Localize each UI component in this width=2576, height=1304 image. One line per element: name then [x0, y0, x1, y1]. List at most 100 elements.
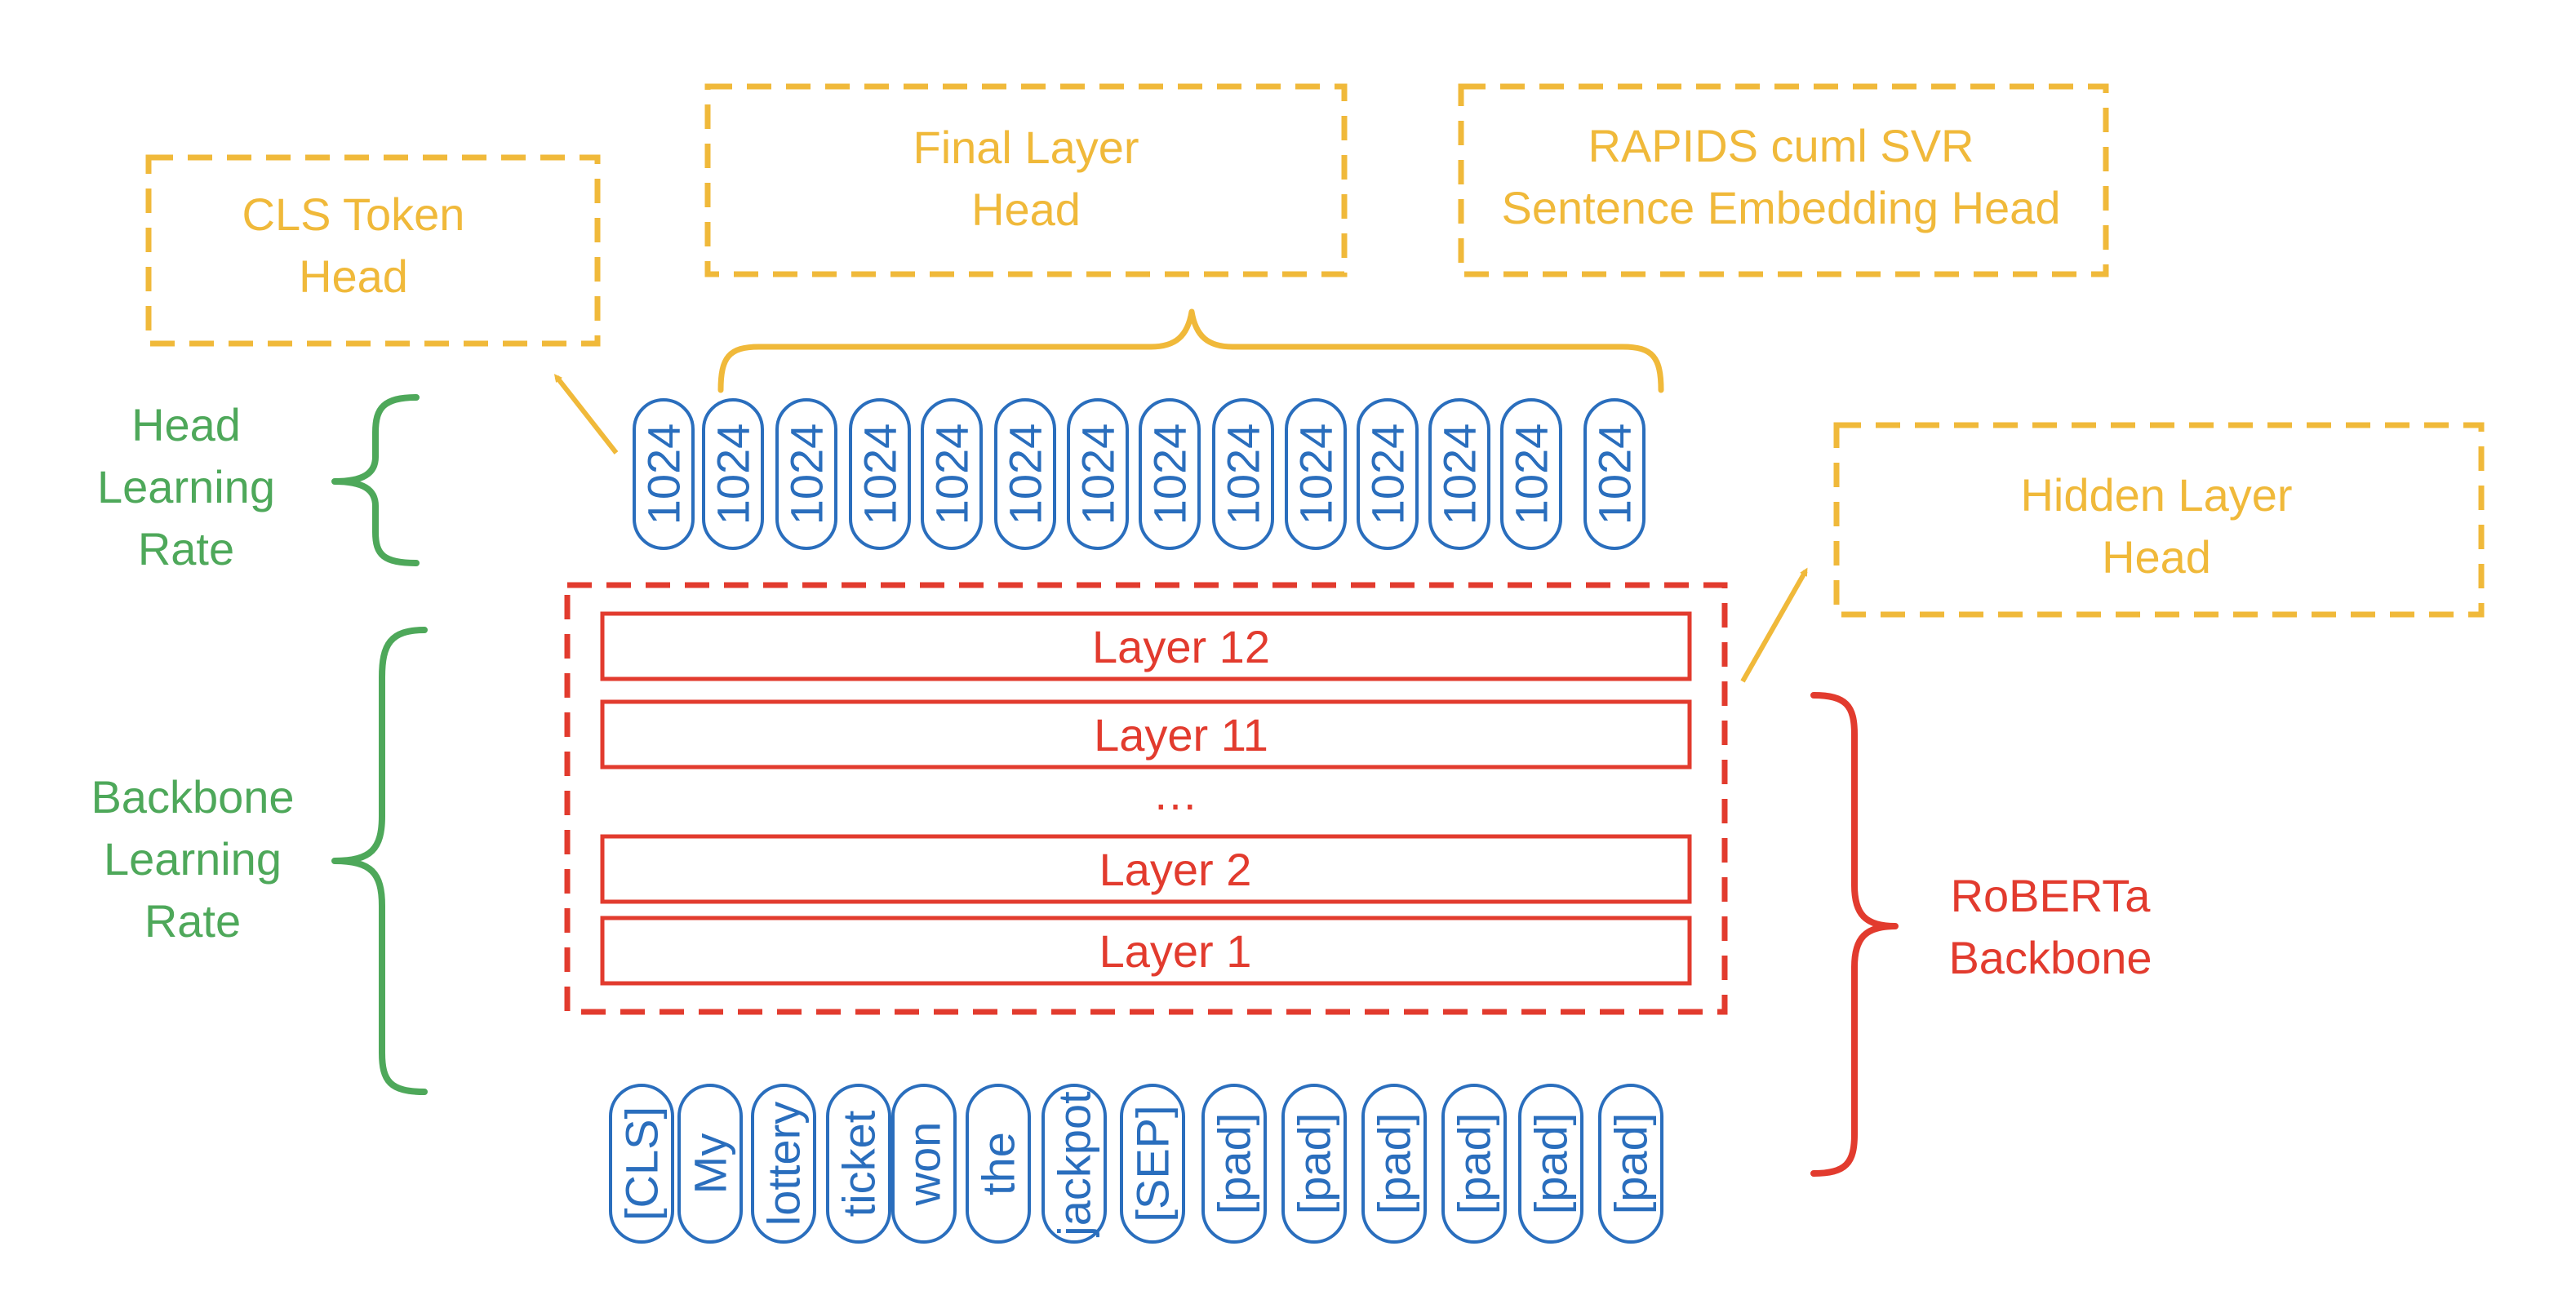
hidden-head-line-2: Head — [2102, 531, 2211, 583]
hidden-dim-pill-2: 1024 — [702, 398, 764, 550]
hidden-dim-pill-outline — [1500, 398, 1562, 550]
token-pill-outline — [1042, 1084, 1107, 1244]
layer-2-row: Layer 2 — [600, 834, 1692, 904]
token-pill-12: [pad] — [1441, 1084, 1507, 1244]
layer-11-row: Layer 11 — [600, 699, 1692, 770]
hidden-dim-pill-8: 1024 — [1139, 398, 1201, 550]
backbone-box — [564, 582, 1728, 1015]
layer-ellipsis: … — [1153, 768, 1198, 819]
hidden-dim-pill-text: 1024 — [781, 424, 833, 526]
hidden-dim-pill-text: 1024 — [1434, 424, 1486, 526]
roberta-backbone-label: RoBERTa Backbone — [1948, 870, 2152, 983]
hidden-dim-pill-text: 1024 — [1362, 424, 1414, 526]
cls-token-head: CLS Token Head — [145, 154, 601, 347]
token-pill-text: lottery — [758, 1102, 810, 1226]
svr-head-line-1: RAPIDS cuml SVR — [1588, 120, 1974, 171]
token-pill-14: [pad] — [1598, 1084, 1663, 1244]
hidden-dim-pill-text: 1024 — [1144, 424, 1196, 526]
token-pill-3: lottery — [751, 1084, 816, 1244]
hidden-dim-pill-3: 1024 — [775, 398, 837, 550]
backbone-learning-rate-label: Backbone Learning Rate — [91, 771, 294, 947]
token-pill-text: the — [973, 1132, 1024, 1195]
token-pill-text: won — [899, 1122, 950, 1207]
token-pill-7: jackpot — [1042, 1084, 1107, 1244]
backbone-lr-brace — [331, 627, 428, 1095]
arrow-to-cls-head — [553, 374, 619, 455]
hidden-layer-head: Hidden Layer Head — [1833, 422, 2485, 618]
token-pill-text: My — [685, 1133, 736, 1195]
hidden-dim-pill-outline — [1212, 398, 1274, 550]
hidden-dim-pill-6: 1024 — [994, 398, 1056, 550]
hidden-dim-pill-outline — [633, 398, 695, 550]
token-pill-10: [pad] — [1281, 1084, 1347, 1244]
final-head-line-1: Final Layer — [913, 122, 1139, 173]
token-pill-text: [pad] — [1369, 1113, 1420, 1215]
token-pill-outline — [966, 1084, 1031, 1244]
token-pill-outline — [826, 1084, 891, 1244]
token-pill-2: My — [677, 1084, 743, 1244]
token-pill-outline — [1281, 1084, 1347, 1244]
hidden-dim-pill-outline — [775, 398, 837, 550]
svr-head-line-2: Sentence Embedding Head — [1502, 182, 2061, 233]
head-learning-rate-label: Head Learning Rate — [97, 399, 275, 574]
hidden-dim-pill-text: 1024 — [1589, 424, 1641, 526]
roberta-label-line-2: Backbone — [1948, 932, 2152, 983]
cls-head-line-2: Head — [299, 251, 408, 302]
hidden-dim-pill-text: 1024 — [1218, 424, 1269, 526]
hidden-dim-pill-outline — [1357, 398, 1419, 550]
cls-head-line-1: CLS Token — [242, 189, 465, 240]
token-pill-text: jackpot — [1049, 1091, 1100, 1238]
roberta-label-line-1: RoBERTa — [1951, 870, 2152, 921]
final-layer-head: Final Layer Head — [704, 83, 1348, 277]
hidden-dim-pill-outline — [1139, 398, 1201, 550]
hidden-dim-pill-5: 1024 — [921, 398, 983, 550]
head-lr-line-2: Learning — [97, 461, 275, 512]
final-head-line-2: Head — [971, 184, 1081, 235]
roberta-backbone-brace — [1810, 692, 1899, 1177]
hidden-dim-pill-text: 1024 — [1290, 424, 1342, 526]
hidden-dim-pill-outline — [849, 398, 911, 550]
token-pill-8: [SEP] — [1120, 1084, 1185, 1244]
hidden-dim-pill-text: 1024 — [1506, 424, 1557, 526]
hidden-dim-pill-4: 1024 — [849, 398, 911, 550]
backbone-lr-line-1: Backbone — [91, 771, 294, 823]
token-pill-outline — [1518, 1084, 1583, 1244]
layer-12-row: Layer 12 — [600, 611, 1692, 681]
token-pill-outline — [751, 1084, 816, 1244]
token-pill-4: ticket — [826, 1084, 891, 1244]
layer-2-label: Layer 2 — [1099, 844, 1252, 895]
token-pill-outline — [1120, 1084, 1185, 1244]
head-lr-line-3: Rate — [138, 523, 234, 574]
backbone-lr-line-2: Learning — [104, 833, 282, 885]
layer-11-label: Layer 11 — [1094, 709, 1268, 761]
token-pill-outline — [1201, 1084, 1267, 1244]
hidden-dim-pill-text: 1024 — [638, 424, 690, 526]
hidden-dim-pill-1: 1024 — [633, 398, 695, 550]
token-pill-outline — [891, 1084, 957, 1244]
token-pill-text: ticket — [833, 1110, 885, 1217]
hidden-dim-pill-13: 1024 — [1500, 398, 1562, 550]
hidden-dim-pill-11: 1024 — [1357, 398, 1419, 550]
layer-1-label: Layer 1 — [1099, 925, 1252, 977]
token-pill-text: [pad] — [1449, 1113, 1500, 1215]
layer-1-row: Layer 1 — [600, 916, 1692, 986]
hidden-dim-pill-text: 1024 — [708, 424, 759, 526]
hidden-dim-pill-outline — [1583, 398, 1646, 550]
hidden-dim-pill-7: 1024 — [1067, 398, 1129, 550]
backbone-lr-line-3: Rate — [144, 895, 241, 947]
token-pill-13: [pad] — [1518, 1084, 1583, 1244]
hidden-dim-pill-text: 1024 — [1073, 424, 1124, 526]
hidden-dim-pill-outline — [702, 398, 764, 550]
hidden-dim-pill-12: 1024 — [1428, 398, 1490, 550]
token-pill-9: [pad] — [1201, 1084, 1267, 1244]
token-pill-outline — [677, 1084, 743, 1244]
token-pill-text: [CLS] — [616, 1107, 668, 1221]
token-pill-outline — [1598, 1084, 1663, 1244]
svr-embedding-head: RAPIDS cuml SVR Sentence Embedding Head — [1458, 83, 2109, 277]
layer-12-label: Layer 12 — [1092, 621, 1270, 672]
hidden-dim-pill-outline — [1285, 398, 1347, 550]
token-pill-text: [pad] — [1289, 1113, 1340, 1215]
hidden-dim-pill-outline — [1067, 398, 1129, 550]
